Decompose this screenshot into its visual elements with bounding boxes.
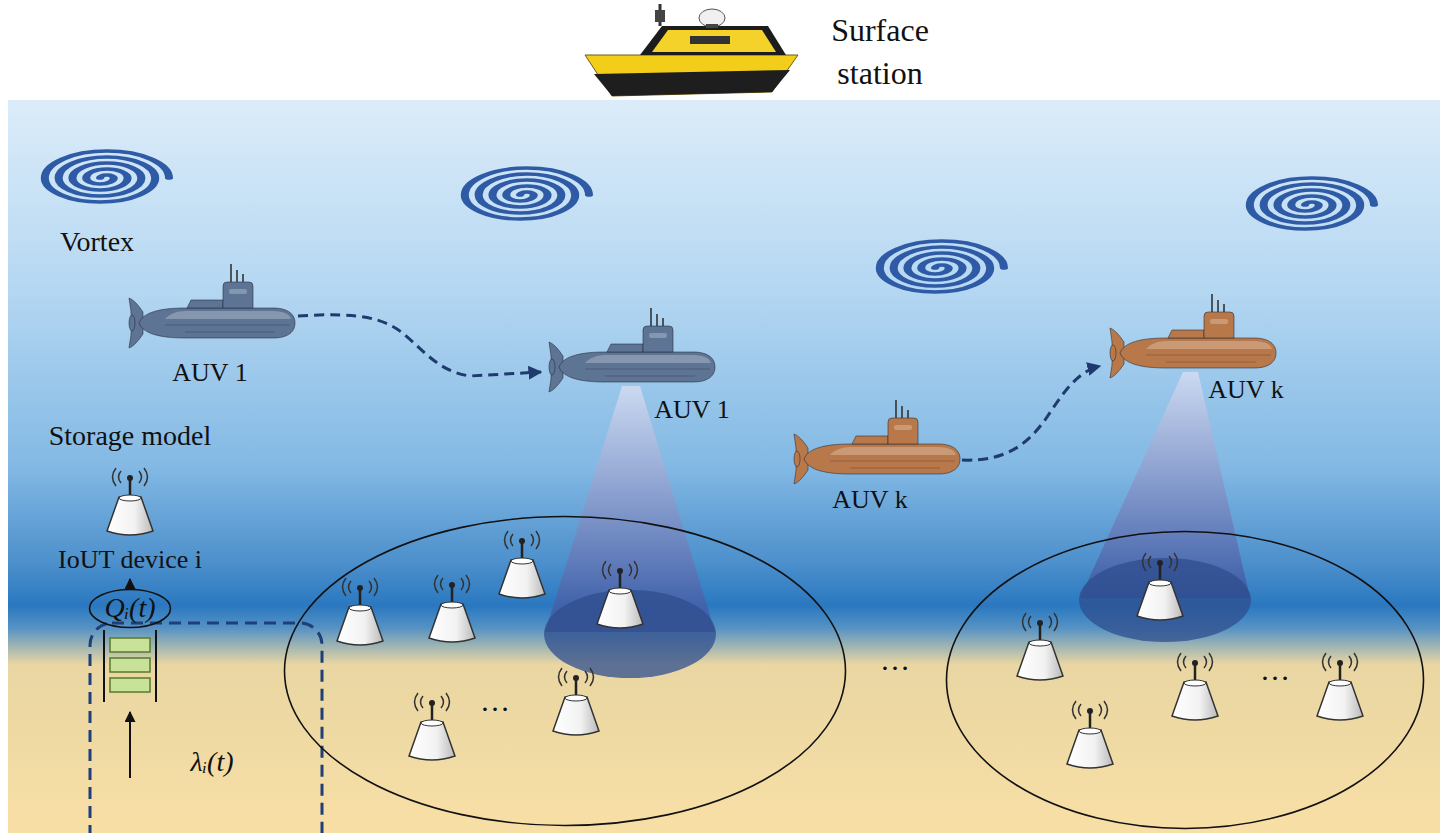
ellipse-border: [90, 589, 171, 627]
ellipsis-mark: …: [880, 643, 910, 678]
queue-length: Qᵢ(t): [104, 592, 155, 624]
iout-devices: [107, 468, 1363, 768]
auv-vehicles: [129, 264, 1276, 484]
storage-model-box: Qᵢ(t) Storage modelIoUT device i λᵢ(t): [10, 420, 246, 804]
storage-queue: [104, 579, 156, 778]
auv-label: AUV 1: [172, 358, 247, 388]
ellipse-outline: [945, 530, 1425, 830]
arrival-rate: λᵢ(t): [191, 746, 234, 778]
ellipse-border: [285, 517, 846, 826]
ellipsis-mark: …: [1260, 653, 1290, 688]
auv-label: AUV k: [832, 485, 907, 515]
queue-ellipse: Qᵢ(t): [88, 588, 172, 629]
ellipse-outline: [283, 515, 847, 827]
sonar-beams: [544, 372, 1251, 678]
device-label: IoUT device i: [58, 545, 202, 575]
ellipsis-mark: …: [480, 684, 510, 719]
device-cluster: …: [945, 530, 1425, 830]
panel-heading: Storage model: [49, 420, 212, 452]
dashed-frame: [90, 623, 322, 833]
auv-trajectories: [298, 315, 1100, 460]
auv-label: AUV k: [1208, 375, 1283, 405]
station-label: Surface station: [805, 9, 955, 95]
device-cluster: …: [283, 515, 847, 827]
sea-background: [8, 100, 1440, 833]
vortex-symbols: [45, 151, 1374, 292]
surface-station-boat: [585, 4, 798, 96]
auv-label: AUV 1: [654, 395, 729, 425]
vortex-label: Vortex: [60, 226, 134, 258]
ellipse-border: [947, 532, 1424, 829]
